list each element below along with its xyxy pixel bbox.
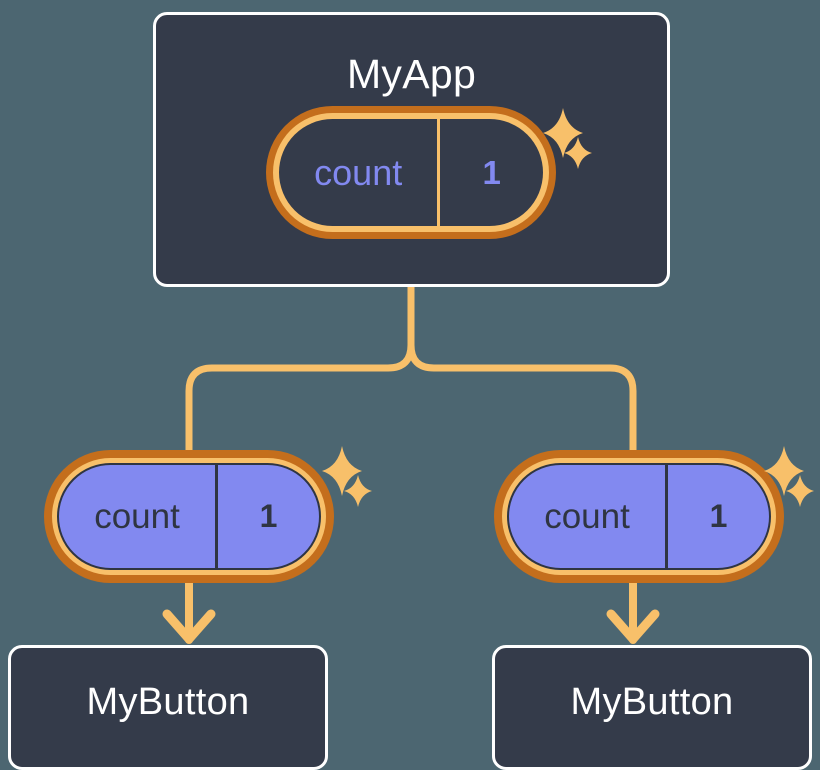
state-value-label: 1 (482, 153, 501, 191)
arrowhead-right (606, 609, 660, 644)
pill-body: count 1 (57, 463, 321, 570)
component-label: MyButton (86, 681, 250, 723)
sparkle-icon (786, 475, 814, 507)
pill-body: count 1 (507, 463, 771, 570)
wire-to-right-state (407, 283, 637, 456)
state-pill-myapp-count[interactable]: count 1 (266, 106, 556, 239)
state-pill-right-count[interactable]: count 1 (494, 450, 784, 583)
state-key-label: count (279, 119, 441, 226)
pill-ring-inner: count 1 (52, 458, 326, 575)
component-box-mybutton-left[interactable]: MyButton (8, 645, 328, 770)
state-pill-left-count[interactable]: count 1 (44, 450, 334, 583)
page-title: MyApp (346, 51, 477, 97)
component-label: MyButton (570, 681, 734, 723)
state-value-label: 1 (709, 498, 728, 534)
component-box-mybutton-right[interactable]: MyButton (492, 645, 812, 770)
state-value-label: 1 (259, 498, 278, 534)
wire-to-left-state (185, 283, 415, 456)
state-key-label: count (509, 465, 668, 568)
pill-ring-inner: count 1 (273, 113, 549, 232)
sparkle-icon (344, 475, 372, 507)
pill-ring-inner: count 1 (502, 458, 776, 575)
arrowhead-left (162, 609, 216, 644)
state-key-label: count (59, 465, 218, 568)
pill-body: count 1 (279, 119, 543, 226)
